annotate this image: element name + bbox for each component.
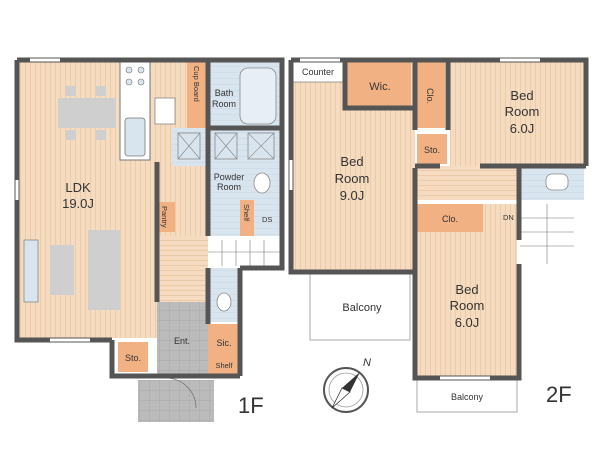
entrance-label: Ent. [174, 336, 190, 346]
cupboard-label: Cup Board [192, 66, 201, 102]
hallway-2f [417, 166, 517, 200]
toilet-icon [253, 172, 271, 194]
powder-label-1: Powder [214, 172, 245, 182]
storage-1f-label: Sto. [125, 353, 141, 363]
stairs-1f [208, 236, 282, 266]
bedroom-6j-lower [417, 204, 517, 376]
storage-1f [118, 342, 148, 372]
bedroom-6j-upper [450, 62, 584, 166]
walk-in-closet [347, 62, 411, 108]
ldk-name: LDK [65, 180, 91, 195]
windows-1f [15, 58, 90, 342]
compass-north: N [363, 357, 371, 369]
kitchen-island [154, 97, 176, 125]
walls-2f [288, 57, 589, 381]
toilet-2f-icon [545, 173, 569, 191]
floor-1: Cup Board LDK 19.0J Bath Room Powder R [14, 57, 285, 422]
tv-stand [23, 239, 39, 303]
storage-2f [417, 134, 447, 164]
stairs-2f [520, 204, 574, 264]
dn-label: DN [503, 213, 514, 222]
wic-label: Wic. [369, 81, 390, 93]
shelf-small-label: Shelf [215, 361, 233, 370]
sofa [88, 230, 120, 310]
dining-table [58, 86, 116, 140]
bed2-size: 6.0J [510, 121, 535, 136]
compass-icon [323, 367, 369, 413]
powder-label-2: Room [217, 182, 241, 192]
clo-vertical-label: Clo. [425, 88, 435, 104]
coffee-table [50, 245, 74, 295]
closet-vertical [417, 62, 445, 128]
bed3-label-1: Bed [455, 282, 478, 297]
balcony-lower [416, 379, 518, 413]
ds-label: DS [262, 215, 272, 224]
bed2-label-2: Room [505, 104, 540, 119]
windows-2f [289, 58, 540, 380]
bath-label-2: Room [212, 99, 236, 109]
pantry [157, 202, 175, 232]
counter-label: Counter [302, 67, 334, 77]
bed3-label-2: Room [450, 298, 485, 313]
bed3-size: 6.0J [455, 315, 480, 330]
shoe-closet [208, 324, 240, 356]
bed1-label-2: Room [335, 171, 370, 186]
balcony-lower-label: Balcony [451, 392, 484, 402]
floor2-label: 2F [546, 382, 572, 407]
sink-icon [124, 117, 146, 157]
bed1-label-1: Bed [340, 154, 363, 169]
toilet-2-icon [216, 292, 232, 312]
balcony-upper [309, 273, 411, 341]
closet-lower [417, 204, 483, 232]
bed1-size: 9.0J [340, 188, 365, 203]
pantry-label: Pantry [160, 206, 169, 228]
storage-2f-label: Sto. [424, 145, 440, 155]
floor1-label: 1F [238, 393, 264, 418]
sic-label: Sic. [216, 338, 231, 348]
balcony-upper-label: Balcony [342, 302, 382, 314]
porch [138, 380, 214, 422]
cupboard [187, 62, 208, 128]
walls-1f [14, 57, 285, 379]
shelf-small [208, 356, 240, 374]
clo-label: Clo. [442, 214, 458, 224]
bathtub [239, 67, 277, 125]
hallway [157, 236, 208, 302]
shelf-vertical [240, 200, 254, 236]
ldk-size: 19.0J [62, 196, 94, 211]
bath-label-1: Bath [215, 88, 234, 98]
stove-icon [125, 66, 145, 86]
entrance [157, 302, 208, 374]
shelf-vertical-label: Shelf [242, 204, 251, 222]
bed2-label-1: Bed [510, 88, 533, 103]
floor-2: Counter Wic. Bed Room 9.0J Balcony Bed R… [288, 57, 589, 413]
